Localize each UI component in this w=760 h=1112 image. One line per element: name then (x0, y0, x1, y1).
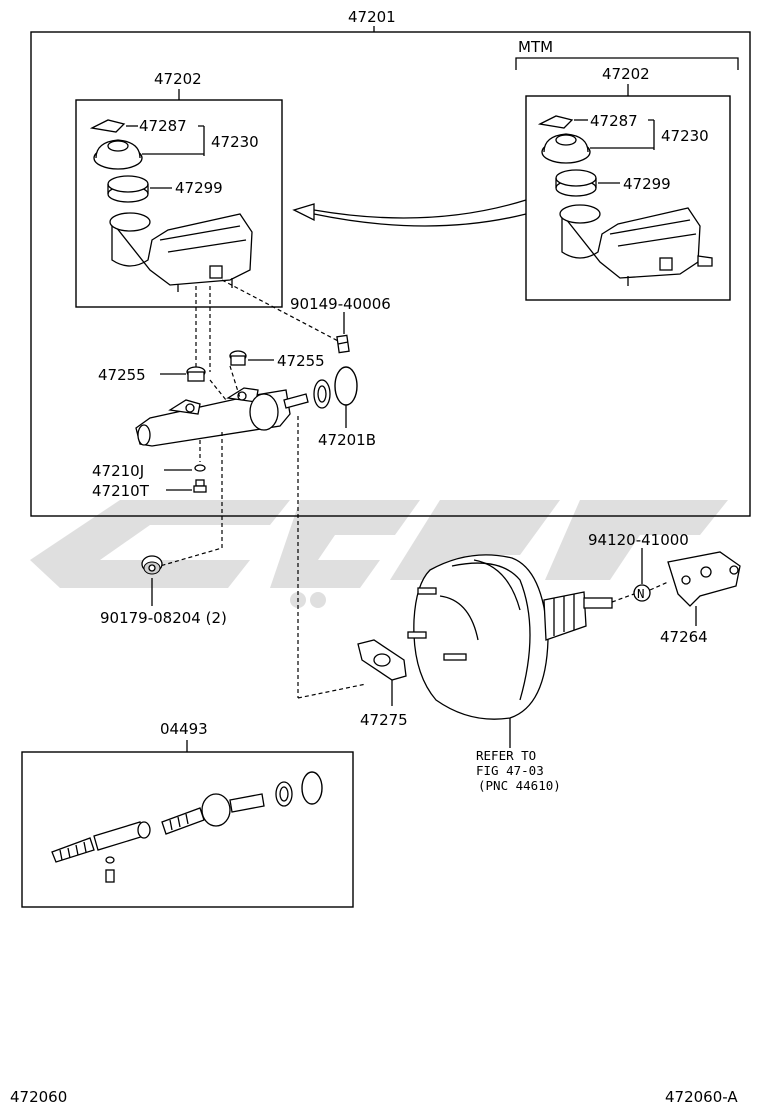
label-47264: 47264 (660, 628, 708, 646)
label-47230-left: 47230 (211, 133, 259, 151)
master-cylinder-body (135, 387, 309, 447)
figure-ref-left: 472060 (10, 1088, 67, 1106)
refer-to-line1: REFER TO (476, 748, 536, 763)
repair-kit-seals (275, 771, 323, 807)
label-04493: 04493 (160, 720, 208, 738)
reservoir-tank-right (559, 204, 713, 286)
clevis-47264 (667, 551, 741, 607)
variant-arrow (292, 199, 527, 227)
label-47255-left: 47255 (98, 366, 146, 384)
label-90179-08204: 90179-08204 (2) (100, 609, 227, 627)
repair-kit-box (21, 751, 354, 908)
reservoir-box-left (75, 99, 283, 308)
assembly-box-47201 (30, 31, 751, 517)
label-47201: 47201 (348, 8, 396, 26)
label-47275: 47275 (360, 711, 408, 729)
reservoir-box-right (525, 95, 731, 301)
figure-ref-right: 472060-A (665, 1088, 738, 1106)
reservoir-tank-left (109, 212, 253, 292)
watermark-logo (30, 500, 728, 608)
label-90149-40006: 90149-40006 (290, 295, 391, 313)
nut-90179 (141, 555, 163, 575)
bleeder-plug-t (193, 479, 207, 493)
reservoir-strainer-left (107, 175, 149, 203)
bleeder-plug-j (194, 464, 206, 472)
brake-booster (407, 554, 613, 720)
label-47299-left: 47299 (175, 179, 223, 197)
new-part-symbol: N (633, 584, 651, 602)
label-47210t: 47210T (92, 482, 150, 500)
label-47202-right: 47202 (602, 65, 650, 83)
refer-to-line3: (PNC 44610) (478, 778, 561, 793)
label-47299-right: 47299 (623, 175, 671, 193)
label-47202-left: 47202 (154, 70, 202, 88)
reservoir-cap-right (537, 115, 591, 164)
new-part-letter: N (637, 586, 645, 601)
gasket-47275 (357, 639, 407, 681)
label-47210j: 47210J (92, 462, 144, 480)
cylinder-seal (313, 379, 331, 409)
reservoir-strainer-right (555, 169, 597, 197)
grommet-right (229, 350, 247, 366)
screw-90149 (336, 334, 350, 354)
reservoir-cap-left (89, 119, 143, 170)
grommet-left (186, 366, 206, 382)
repair-kit-pistons (51, 793, 265, 883)
label-47287-right: 47287 (590, 112, 638, 130)
label-47230-right: 47230 (661, 127, 709, 145)
label-47255-right: 47255 (277, 352, 325, 370)
o-ring (334, 366, 358, 406)
refer-to-line2: FIG 47-03 (476, 763, 544, 778)
label-47287-left: 47287 (139, 117, 187, 135)
label-47201b: 47201B (318, 431, 376, 449)
label-94120-41000: 94120-41000 (588, 531, 689, 549)
label-mtm: MTM (518, 38, 553, 56)
